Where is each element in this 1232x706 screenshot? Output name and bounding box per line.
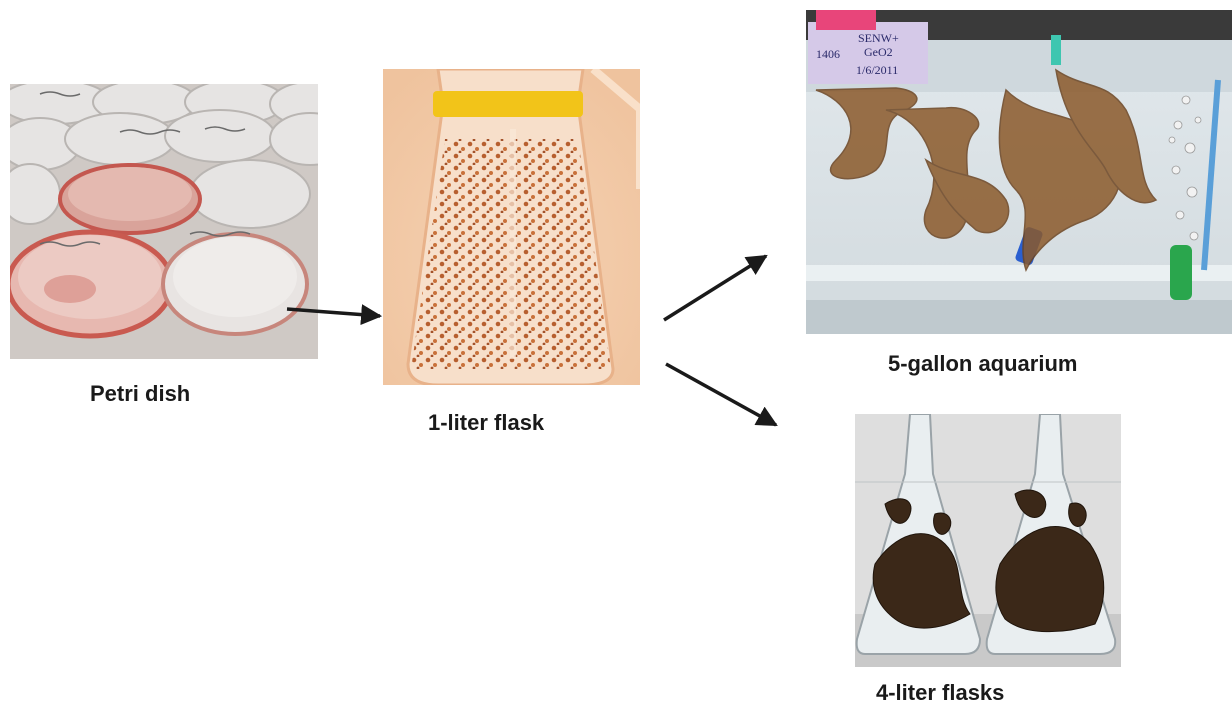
petri-dish-caption: Petri dish: [90, 381, 190, 407]
four-liter-flasks-photo: [855, 414, 1121, 667]
flask-illustration: [383, 69, 640, 385]
petri-dish-illustration: [10, 84, 318, 359]
one-liter-flask-caption: 1-liter flask: [428, 410, 544, 436]
arrow-flask-to-aquarium: [664, 256, 766, 320]
one-liter-flask-photo: [383, 69, 640, 385]
aquarium-caption: 5-gallon aquarium: [888, 351, 1077, 377]
arrow-flask-to-4l-flasks: [666, 364, 776, 425]
aquarium-photo: 1406 SENW+ GeO2 1/6/2011: [806, 10, 1232, 334]
four-liter-flasks-caption: 4-liter flasks: [876, 680, 1004, 706]
petri-dish-photo: [10, 84, 318, 359]
svg-text:SENW+: SENW+: [858, 31, 899, 45]
aquarium-illustration: 1406 SENW+ GeO2 1/6/2011: [806, 10, 1232, 334]
flasks-illustration: [855, 414, 1121, 667]
svg-text:1/6/2011: 1/6/2011: [856, 63, 898, 77]
svg-text:1406: 1406: [816, 47, 840, 61]
svg-text:GeO2: GeO2: [864, 45, 893, 59]
